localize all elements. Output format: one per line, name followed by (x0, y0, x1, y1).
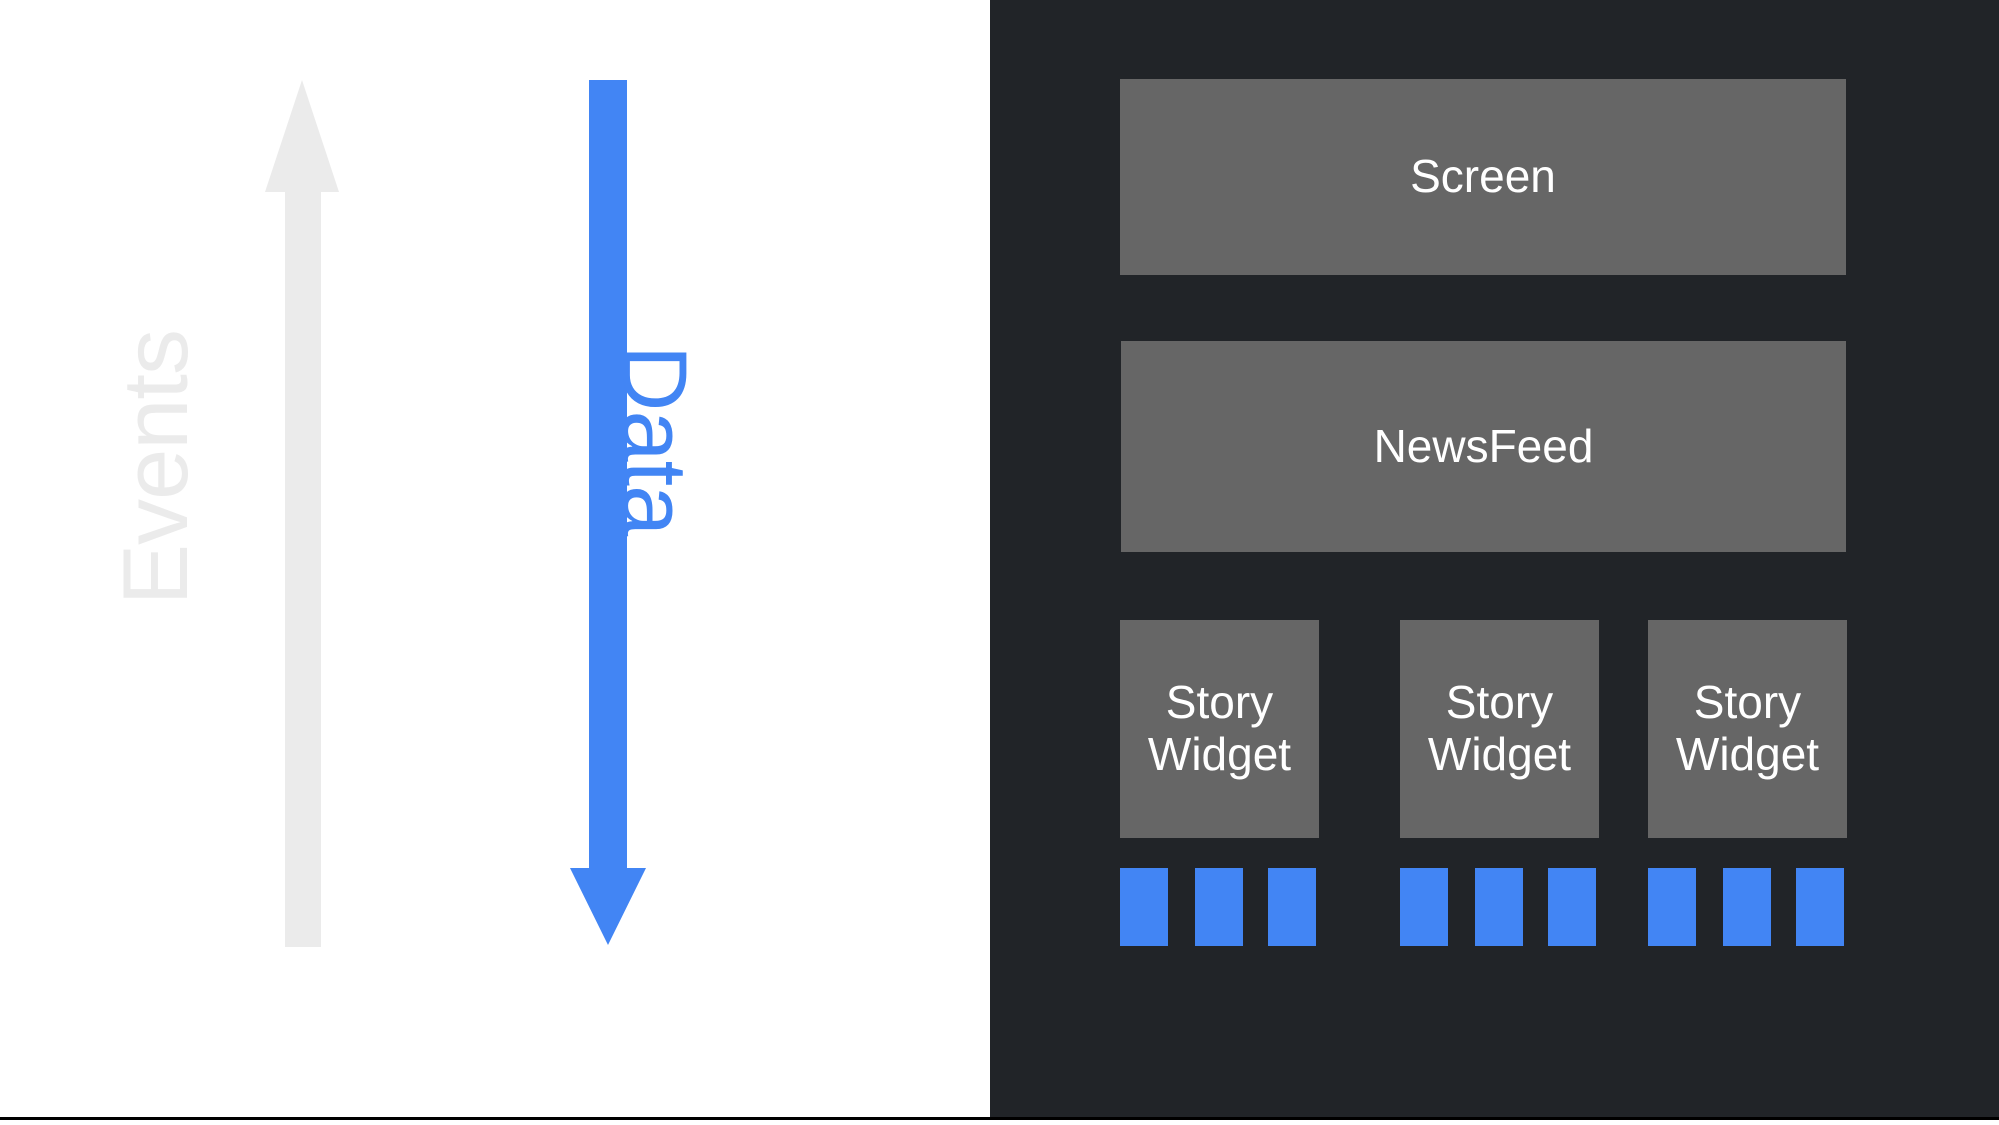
leaf-node[interactable] (1195, 868, 1243, 946)
leaf-node[interactable] (1120, 868, 1168, 946)
data-label: Data (603, 345, 705, 536)
leaf-node[interactable] (1400, 868, 1448, 946)
node-screen[interactable]: Screen (1120, 79, 1846, 275)
bottom-rule (0, 1117, 1999, 1120)
leaf-node[interactable] (1796, 868, 1844, 946)
node-story-widget[interactable]: Story Widget (1120, 620, 1319, 838)
leaf-node[interactable] (1723, 868, 1771, 946)
node-newsfeed[interactable]: NewsFeed (1121, 341, 1846, 552)
component-tree-panel: Screen NewsFeed Story Widget Story Widge… (990, 0, 1999, 1117)
leaf-node[interactable] (1648, 868, 1696, 946)
leaf-node[interactable] (1268, 868, 1316, 946)
leaf-node[interactable] (1475, 868, 1523, 946)
arrow-up-icon (265, 80, 339, 947)
arrow-down-icon (570, 80, 646, 945)
leaf-node-row (1120, 868, 1847, 946)
leaf-node[interactable] (1548, 868, 1596, 946)
flow-panel: Events Data (0, 0, 990, 1117)
story-widget-row: Story Widget Story Widget Story Widget (1120, 620, 1847, 838)
events-label: Events (105, 330, 207, 606)
node-story-widget[interactable]: Story Widget (1648, 620, 1847, 838)
node-story-widget[interactable]: Story Widget (1400, 620, 1599, 838)
